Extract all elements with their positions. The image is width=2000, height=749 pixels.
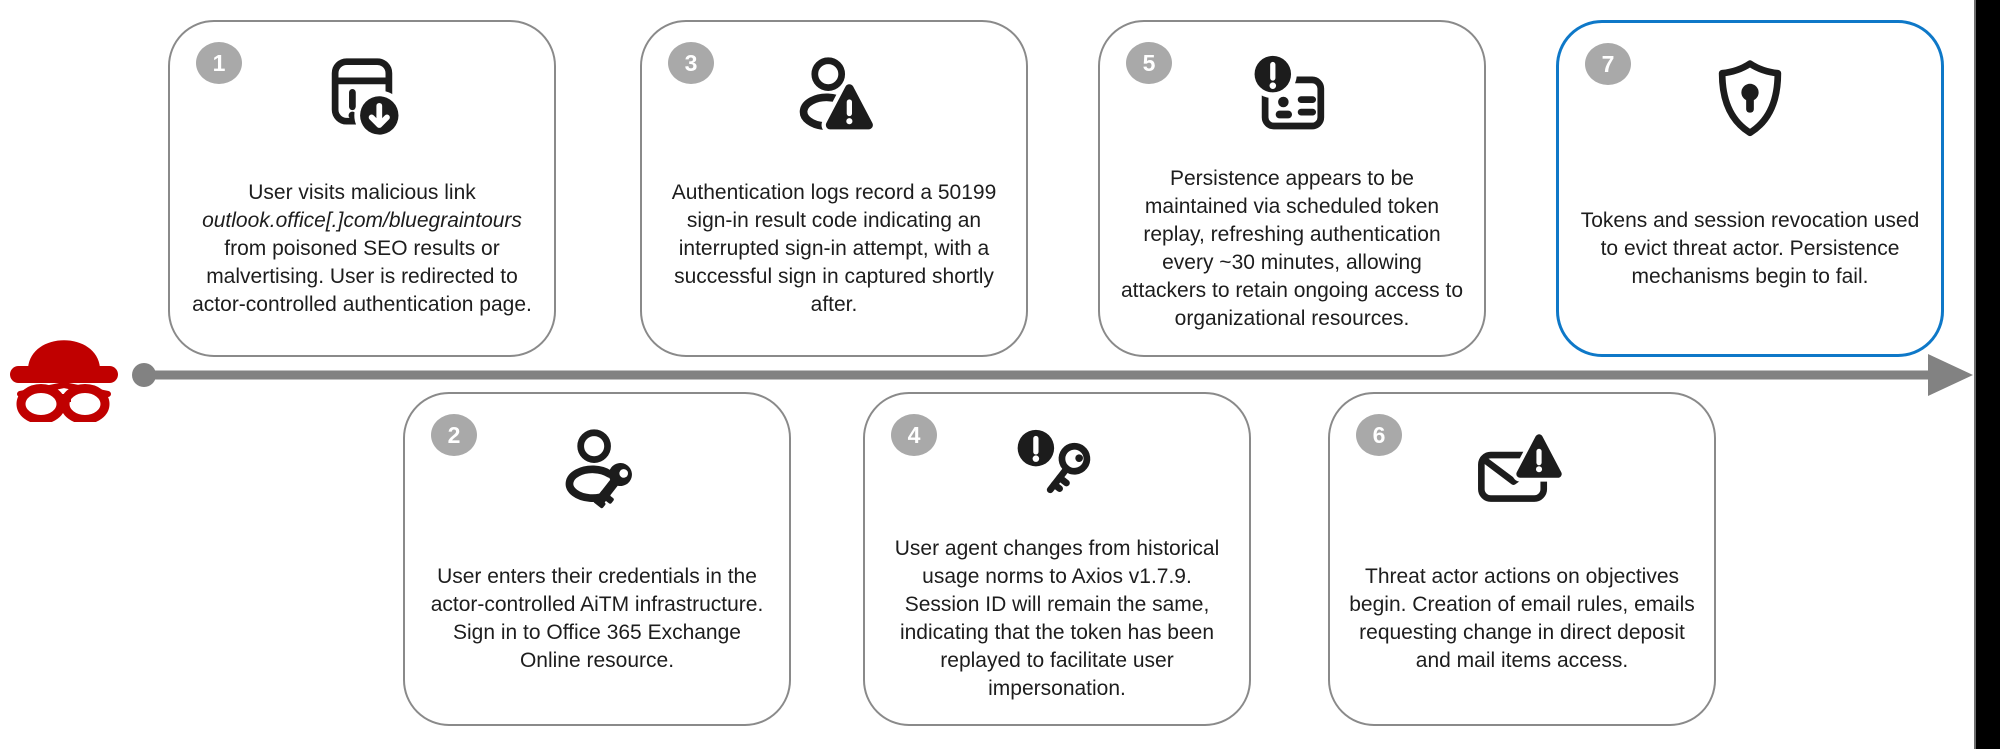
step-number: 5 <box>1142 49 1156 76</box>
step1-text-before: User visits malicious link <box>248 180 476 204</box>
person-warning-icon <box>642 50 1026 154</box>
step-description: User agent changes from historical usage… <box>894 537 1220 700</box>
step-description: User enters their credentials in the act… <box>430 565 764 672</box>
step-number-badge: 4 <box>891 414 937 456</box>
id-card-alert-icon <box>1100 50 1484 154</box>
step-box-3: 3 Authentication logs record a 50199 sig… <box>640 20 1028 357</box>
step-number: 2 <box>447 421 461 448</box>
step-number: 1 <box>212 49 226 76</box>
step-box-2: 2 User enters their credentials in the a… <box>403 392 791 726</box>
step-box-4: 4 User agent changes from historical usa… <box>863 392 1251 726</box>
step-description: Persistence appears to be maintained via… <box>1120 166 1464 330</box>
step-number: 7 <box>1601 50 1615 77</box>
step1-text-after: from poisoned SEO results or malvertisin… <box>192 236 532 316</box>
step-number-badge: 3 <box>668 42 714 84</box>
app-alert-download-icon <box>170 50 554 154</box>
step-box-6: 6 Threat actor actions on objectives beg… <box>1328 392 1716 726</box>
step-description: Tokens and session revocation used to ev… <box>1580 208 1920 288</box>
step-number-badge: 5 <box>1126 42 1172 84</box>
step-box-7: 7 Tokens and session revocation used to … <box>1556 20 1944 357</box>
malicious-url: outlook.office[.]com/bluegraintours <box>202 208 522 232</box>
shield-keyhole-icon <box>1559 51 1941 155</box>
step-number: 3 <box>684 49 698 76</box>
step-description: User visits malicious link outlook.offic… <box>187 179 537 319</box>
step-box-5: 5 Persistence appears to be maintained v… <box>1098 20 1486 357</box>
step-number: 6 <box>1372 421 1386 448</box>
right-edge-bar <box>1974 0 2000 749</box>
mail-warning-icon <box>1330 422 1714 526</box>
step-description: Authentication logs record a 50199 sign-… <box>671 180 997 316</box>
step-number: 4 <box>907 421 921 448</box>
key-alert-icon <box>865 422 1249 526</box>
step-description: Threat actor actions on objectives begin… <box>1349 565 1695 672</box>
step-box-1: 1 User visits malicious link outlook.off… <box>168 20 556 357</box>
timeline-arrow <box>132 354 1973 396</box>
step-number-badge: 6 <box>1356 414 1402 456</box>
person-key-icon <box>405 422 789 526</box>
spy-hat-glasses-icon <box>10 340 118 422</box>
step-number-badge: 1 <box>196 42 242 84</box>
step-number-badge: 2 <box>431 414 477 456</box>
step-number-badge: 7 <box>1585 43 1631 85</box>
